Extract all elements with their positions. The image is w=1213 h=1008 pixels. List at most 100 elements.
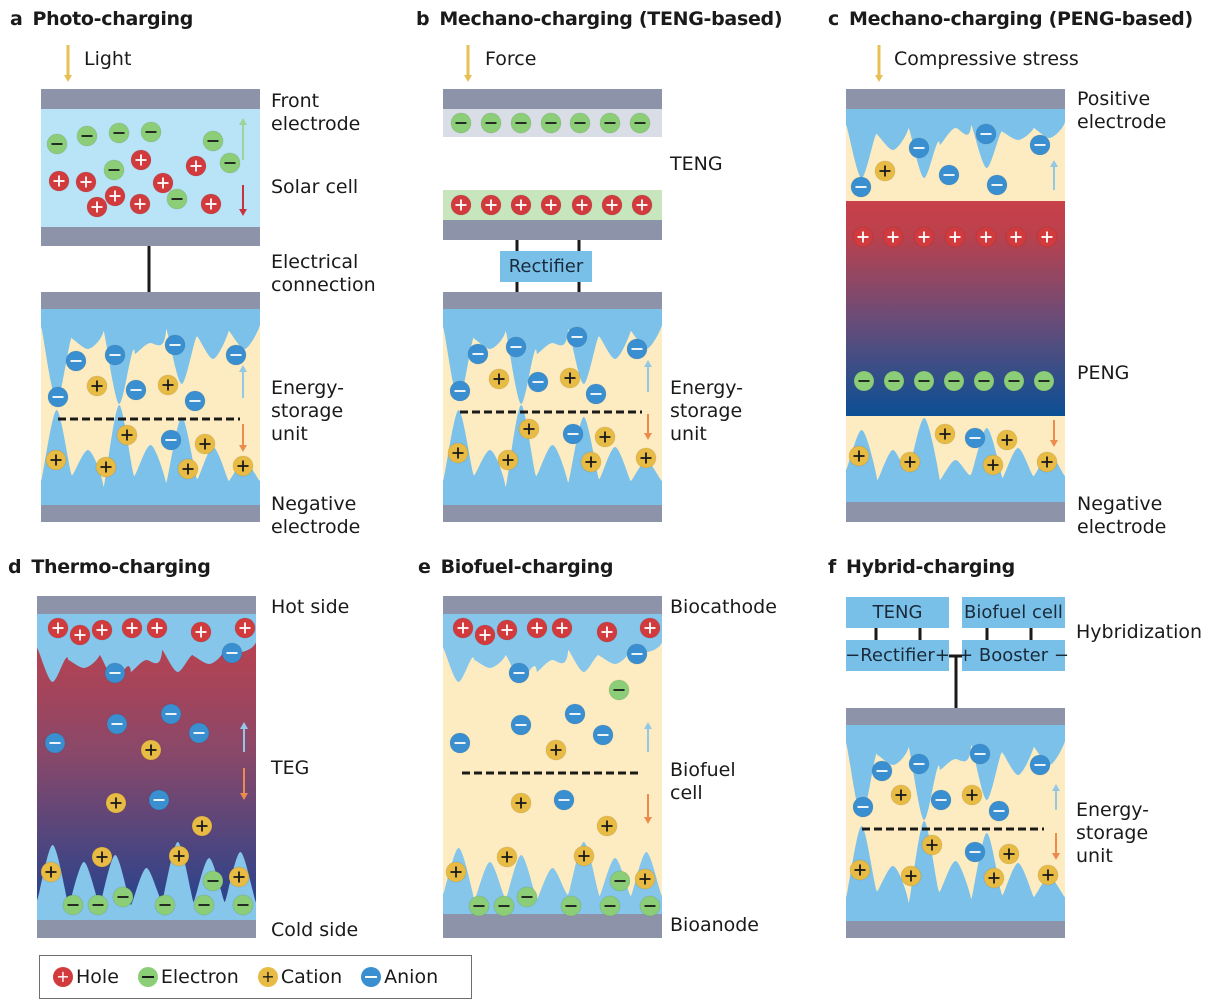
electron-particle [46, 133, 68, 155]
cation-particle [848, 445, 870, 467]
cation-particle [95, 456, 117, 478]
electron-particle [480, 112, 502, 134]
anion-particle [930, 789, 952, 811]
panel-e-title-text: Biofuel-charging [440, 556, 614, 578]
anion-particle [975, 123, 997, 145]
energy-storage-label-b: Energy- storage unit [670, 377, 744, 445]
legend-label-cation: Cation [280, 966, 343, 988]
anion-particle [553, 789, 575, 811]
storage-f-top-electrode [846, 708, 1065, 725]
electron-particle [232, 894, 254, 916]
hole-particle [200, 193, 222, 215]
anion-particle [47, 386, 69, 408]
bioanode-label: Bioanode [670, 914, 759, 936]
legend-label-hole: Hole [76, 966, 119, 988]
biofuel-electrolyte [443, 614, 662, 914]
cation-particle [194, 433, 216, 455]
cation-particle [86, 375, 108, 397]
positive-electrode-label: Positive electrode [1077, 88, 1167, 133]
anion-particle [510, 714, 532, 736]
anion-arrow-d [240, 722, 248, 752]
negative-active-material-c [846, 418, 1065, 502]
cation-particle [982, 454, 1004, 476]
cation-particle [1036, 451, 1058, 473]
cation-particle [1037, 864, 1059, 886]
front-electrode-label: Front electrode [271, 90, 361, 135]
hole-particle [75, 171, 97, 193]
anion-particle [44, 732, 66, 754]
teng-bottom-electrode [443, 220, 662, 240]
hole-particle [190, 621, 212, 643]
hole-particle [601, 194, 623, 216]
hole-particle [129, 193, 151, 215]
panel-e-letter: e [418, 556, 431, 578]
cation-particle [634, 868, 656, 890]
cation-particle [596, 815, 618, 837]
booster-box: + Booster − [958, 640, 1069, 671]
anion-particle [65, 350, 87, 372]
force-arrow [464, 45, 472, 82]
cation-particle [496, 846, 518, 868]
hole-particle [450, 194, 472, 216]
hole-particle [146, 617, 168, 639]
cation-particle [232, 455, 254, 477]
cation-particle [157, 374, 179, 396]
rectifier-box: Rectifier [500, 251, 592, 282]
svg-text:+: + [56, 967, 69, 986]
positive-active-material [846, 109, 1065, 178]
anion-particle [467, 343, 489, 365]
anion-particle [908, 137, 930, 159]
hole-particle [510, 194, 532, 216]
cation-particle [874, 160, 896, 182]
hole-particle [596, 621, 618, 643]
hole-particle [540, 194, 562, 216]
panel-a-input-label: Light [84, 48, 132, 70]
electron-particle [154, 894, 176, 916]
biofuel-cell-label: Biofuel cell [670, 759, 736, 804]
anion-particle [508, 662, 530, 684]
hole-particle [496, 619, 518, 641]
cation-particle [961, 784, 983, 806]
hole-particle [121, 617, 143, 639]
cation-particle [497, 449, 519, 471]
hole-particle [474, 624, 496, 646]
cation-particle [849, 859, 871, 881]
teg-label: TEG [271, 757, 310, 779]
panel-a-letter: a [10, 8, 23, 30]
hole-particle [86, 196, 108, 218]
electron-particle [493, 895, 515, 917]
hole-particle [47, 617, 69, 639]
anion-particle [104, 662, 126, 684]
anion-particle [1029, 754, 1051, 776]
anion-icon [361, 967, 382, 987]
cold-side-active-material [37, 842, 256, 920]
storage-a-bottom-electrode [41, 505, 260, 522]
cation-particle [191, 815, 213, 837]
cation-arrow-a [239, 424, 247, 452]
anion-particle [592, 724, 614, 746]
anion-particle [106, 713, 128, 735]
hole-particle [480, 194, 502, 216]
anion-particle [564, 703, 586, 725]
electron-particle [540, 112, 562, 134]
cation-arrow-d [240, 768, 248, 800]
anion-particle [850, 176, 872, 198]
anion-particle [527, 371, 549, 393]
panel-d-letter: d [8, 556, 22, 578]
bioanode-active-material [443, 842, 662, 914]
storage-f-bottom-active-material [846, 821, 1065, 921]
anion-particle [852, 796, 874, 818]
cation-icon: + [257, 967, 278, 987]
energy-storage-label-a: Energy- storage unit [271, 377, 345, 445]
hole-particle [104, 185, 126, 207]
biocathode-active-material [443, 614, 662, 682]
teg-body [37, 614, 256, 920]
storage-b-top-active-material [443, 309, 662, 404]
cation-particle [983, 867, 1005, 889]
anion-particle [449, 380, 471, 402]
hole-particle [91, 619, 113, 641]
hole-particle [975, 226, 997, 248]
